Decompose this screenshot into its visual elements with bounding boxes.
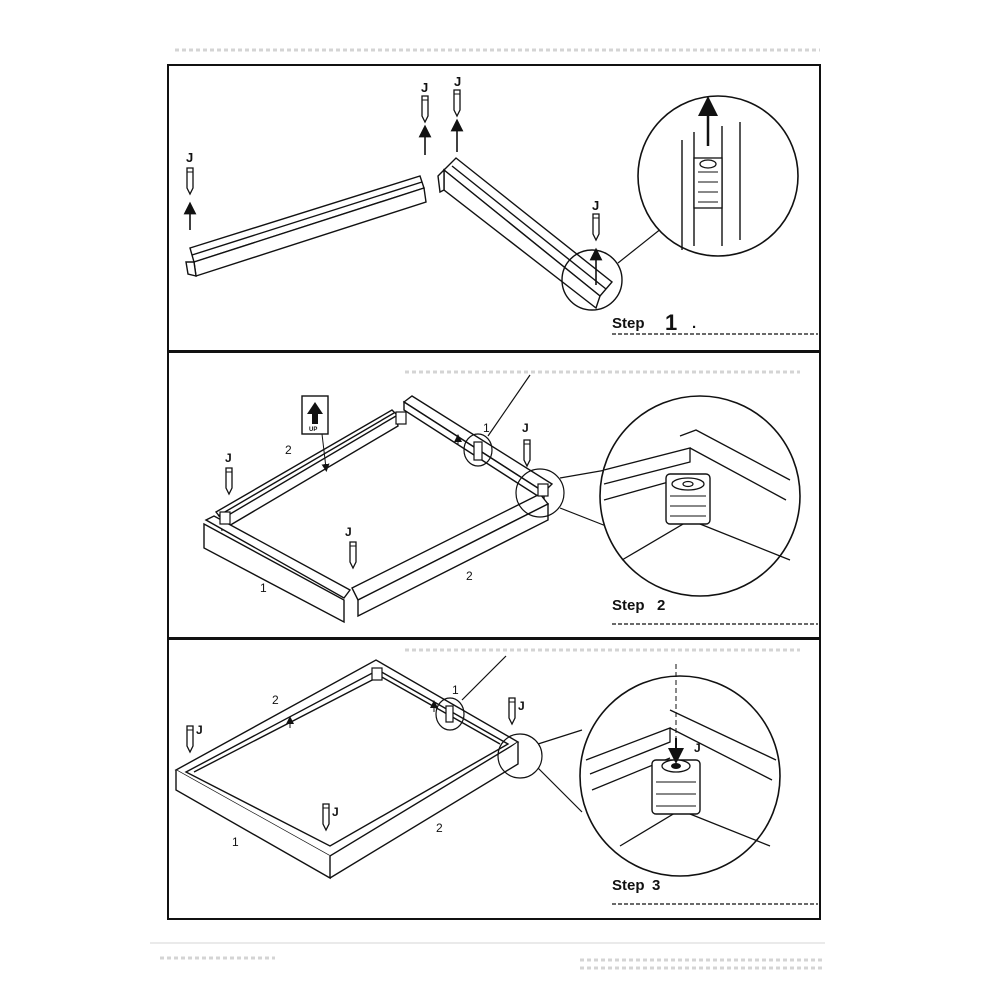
- rail-2-front: [351, 493, 550, 618]
- pin-j-center-step-2: J: [345, 525, 357, 569]
- rail-left-step-1: [185, 175, 427, 277]
- svg-text:J: J: [522, 421, 529, 435]
- pin-j-mid-a-step-1: J: [418, 80, 432, 155]
- pin-j-left-step-2: J: [225, 451, 233, 495]
- svg-text:J: J: [345, 525, 352, 539]
- detail-callout-large-step-1: [637, 95, 799, 257]
- svg-text:1: 1: [665, 310, 677, 335]
- pin-j-right-step-2: J: [522, 421, 531, 467]
- pin-label: J: [592, 198, 599, 213]
- detail-callout-small-step-3: [497, 733, 543, 779]
- rail-label-1-front: 1: [260, 581, 267, 595]
- detail-callout-large-step-3: J: [579, 664, 781, 877]
- svg-text:Step: Step: [612, 597, 645, 614]
- svg-text:Step: Step: [612, 877, 645, 894]
- svg-text:Step: Step: [612, 315, 645, 332]
- svg-text:J: J: [196, 723, 203, 737]
- assembled-frame: [174, 659, 520, 880]
- pin-label: J: [186, 150, 193, 165]
- rail-label-2-front-step-3: 2: [436, 821, 443, 835]
- step-3-panel: 2 1 1 2 J J J: [167, 638, 821, 920]
- pin-j-left-step-3: J: [186, 723, 203, 753]
- svg-text:UP: UP: [309, 427, 317, 433]
- pin-j-right-step-1: J: [589, 198, 603, 285]
- pin-label: J: [454, 74, 461, 89]
- up-arrow-indicator: UP: [301, 395, 330, 472]
- detail-callout-large-step-2: [599, 395, 801, 597]
- step-3-frame: [167, 638, 821, 920]
- pin-j-mid-b-step-1: J: [450, 74, 464, 152]
- pin-j-left-step-1: J: [183, 150, 197, 230]
- rail-1-front: [203, 515, 352, 624]
- step-2-panel: UP 2 1 1 2 J J J: [167, 351, 821, 639]
- svg-text:J: J: [332, 805, 339, 819]
- detail-callout-small-step-2: [515, 468, 565, 518]
- pin-j-center-step-3: J: [322, 803, 339, 831]
- rail-label-1-front-step-3: 1: [232, 835, 239, 849]
- rail-label-1-back-step-3: 1: [452, 683, 459, 697]
- svg-text:J: J: [518, 699, 525, 713]
- svg-text:2: 2: [657, 597, 665, 614]
- rail-right-step-1: [437, 157, 614, 310]
- step-3-label: Step 3: [612, 877, 818, 905]
- step-1-panel: J J J J: [167, 64, 821, 352]
- rail-label-2-back-step-3: 2: [272, 693, 279, 707]
- rail-label-1-back: 1: [483, 421, 490, 435]
- pin-label: J: [421, 80, 428, 95]
- svg-text:J: J: [225, 451, 232, 465]
- rail-label-2-back: 2: [285, 443, 292, 457]
- svg-text:.: .: [692, 315, 696, 332]
- svg-text:3: 3: [652, 877, 660, 894]
- pin-j-right-step-3: J: [508, 697, 525, 725]
- svg-text:J: J: [694, 741, 701, 755]
- detail-callout-small: [561, 249, 623, 311]
- step-1-label: Step 1 .: [612, 310, 818, 335]
- step-2-label: Step 2: [612, 597, 818, 625]
- rail-label-2-front: 2: [466, 569, 473, 583]
